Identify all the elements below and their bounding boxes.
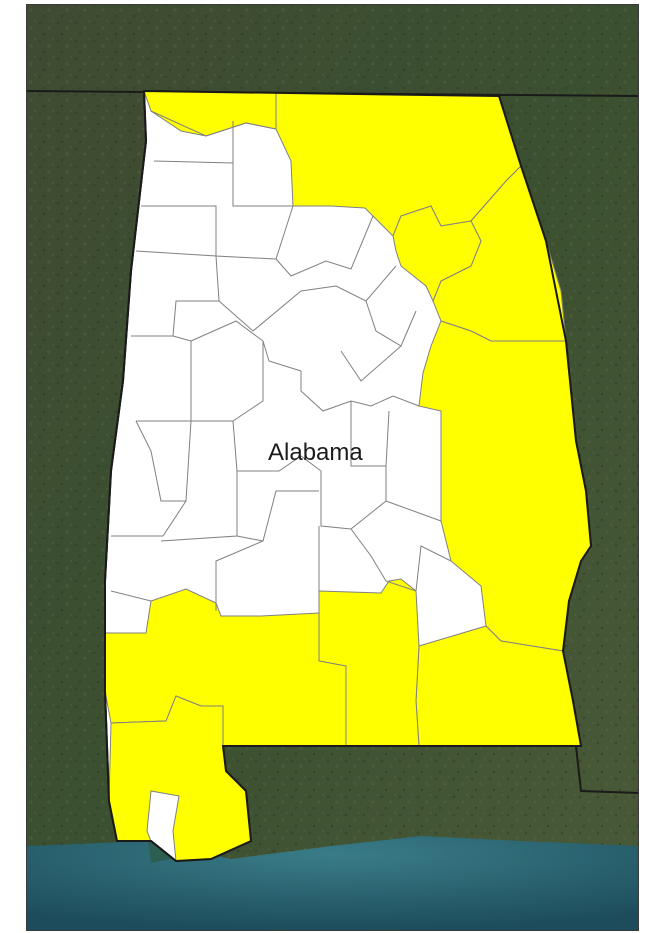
alabama-border — [104, 89, 593, 863]
county-northeast-2 — [392, 205, 482, 303]
county-map — [27, 5, 638, 930]
highlighted-counties — [104, 90, 592, 862]
county-borders — [110, 110, 452, 611]
neighbor-border-south — [575, 745, 638, 794]
gulf-water — [27, 836, 638, 930]
map-viewport[interactable]: Alabama — [26, 4, 639, 931]
state-label: Alabama — [268, 439, 363, 466]
